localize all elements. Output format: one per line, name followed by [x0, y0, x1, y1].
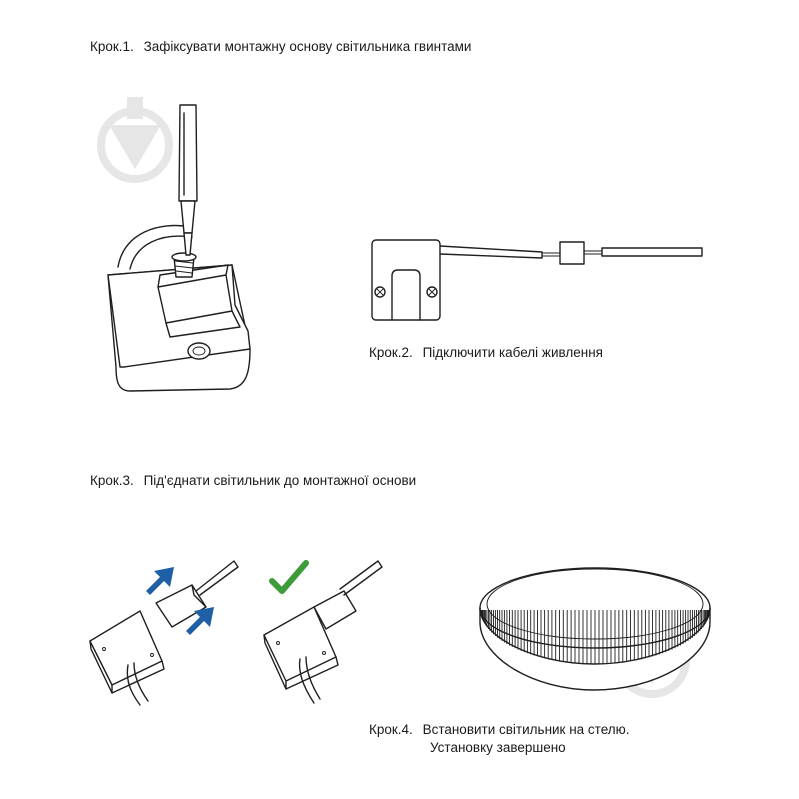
cable-left [439, 245, 543, 259]
step-3-caption: Крок.3. Під'єднати світильник до монтажн… [90, 472, 416, 490]
base-plate [89, 610, 163, 686]
junction-box-slot [391, 269, 421, 321]
cable-loop [117, 224, 193, 268]
step-2-illustration [371, 239, 703, 321]
step-3-text: Під'єднати світильник до монтажної основ… [143, 473, 417, 488]
screwdriver-icon [178, 104, 198, 256]
step-4-illustration [479, 567, 711, 691]
step-1-number: Крок.1. [90, 39, 134, 54]
screw-left [374, 286, 386, 298]
step-1-illustration [107, 104, 251, 392]
step-3-illustration-a [89, 560, 239, 706]
step-1-caption: Крок.1. Зафіксувати монтажну основу світ… [90, 38, 471, 56]
step-4-text: Встановити світильник на стелю. [422, 722, 630, 737]
watermark-logo-icon [97, 97, 173, 183]
junction-box [371, 239, 441, 321]
step-4-number: Крок.4. [369, 722, 413, 737]
step-2-number: Крок.2. [369, 345, 413, 360]
wire-connector [559, 241, 585, 265]
blue-arrow-icon-2 [186, 607, 214, 635]
step-2-caption: Крок.2. Підключити кабелі живлення [369, 344, 603, 362]
ceiling-light [479, 567, 711, 691]
step-1-text: Зафіксувати монтажну основу світильника … [143, 39, 472, 54]
check-mark-icon [269, 560, 309, 594]
screw [171, 252, 197, 278]
screw-right [426, 286, 438, 298]
blue-arrow-icon [146, 567, 174, 595]
cable-right [601, 247, 703, 257]
step-2-text: Підключити кабелі живлення [422, 345, 603, 360]
step-3-number: Крок.3. [90, 473, 134, 488]
step-4-caption: Крок.4. Встановити світильник на стелю. … [369, 721, 630, 757]
mounting-hole [187, 342, 211, 360]
step-4-text-line-2: Установку завершено [430, 740, 566, 755]
step-3-illustration-b [263, 560, 383, 704]
